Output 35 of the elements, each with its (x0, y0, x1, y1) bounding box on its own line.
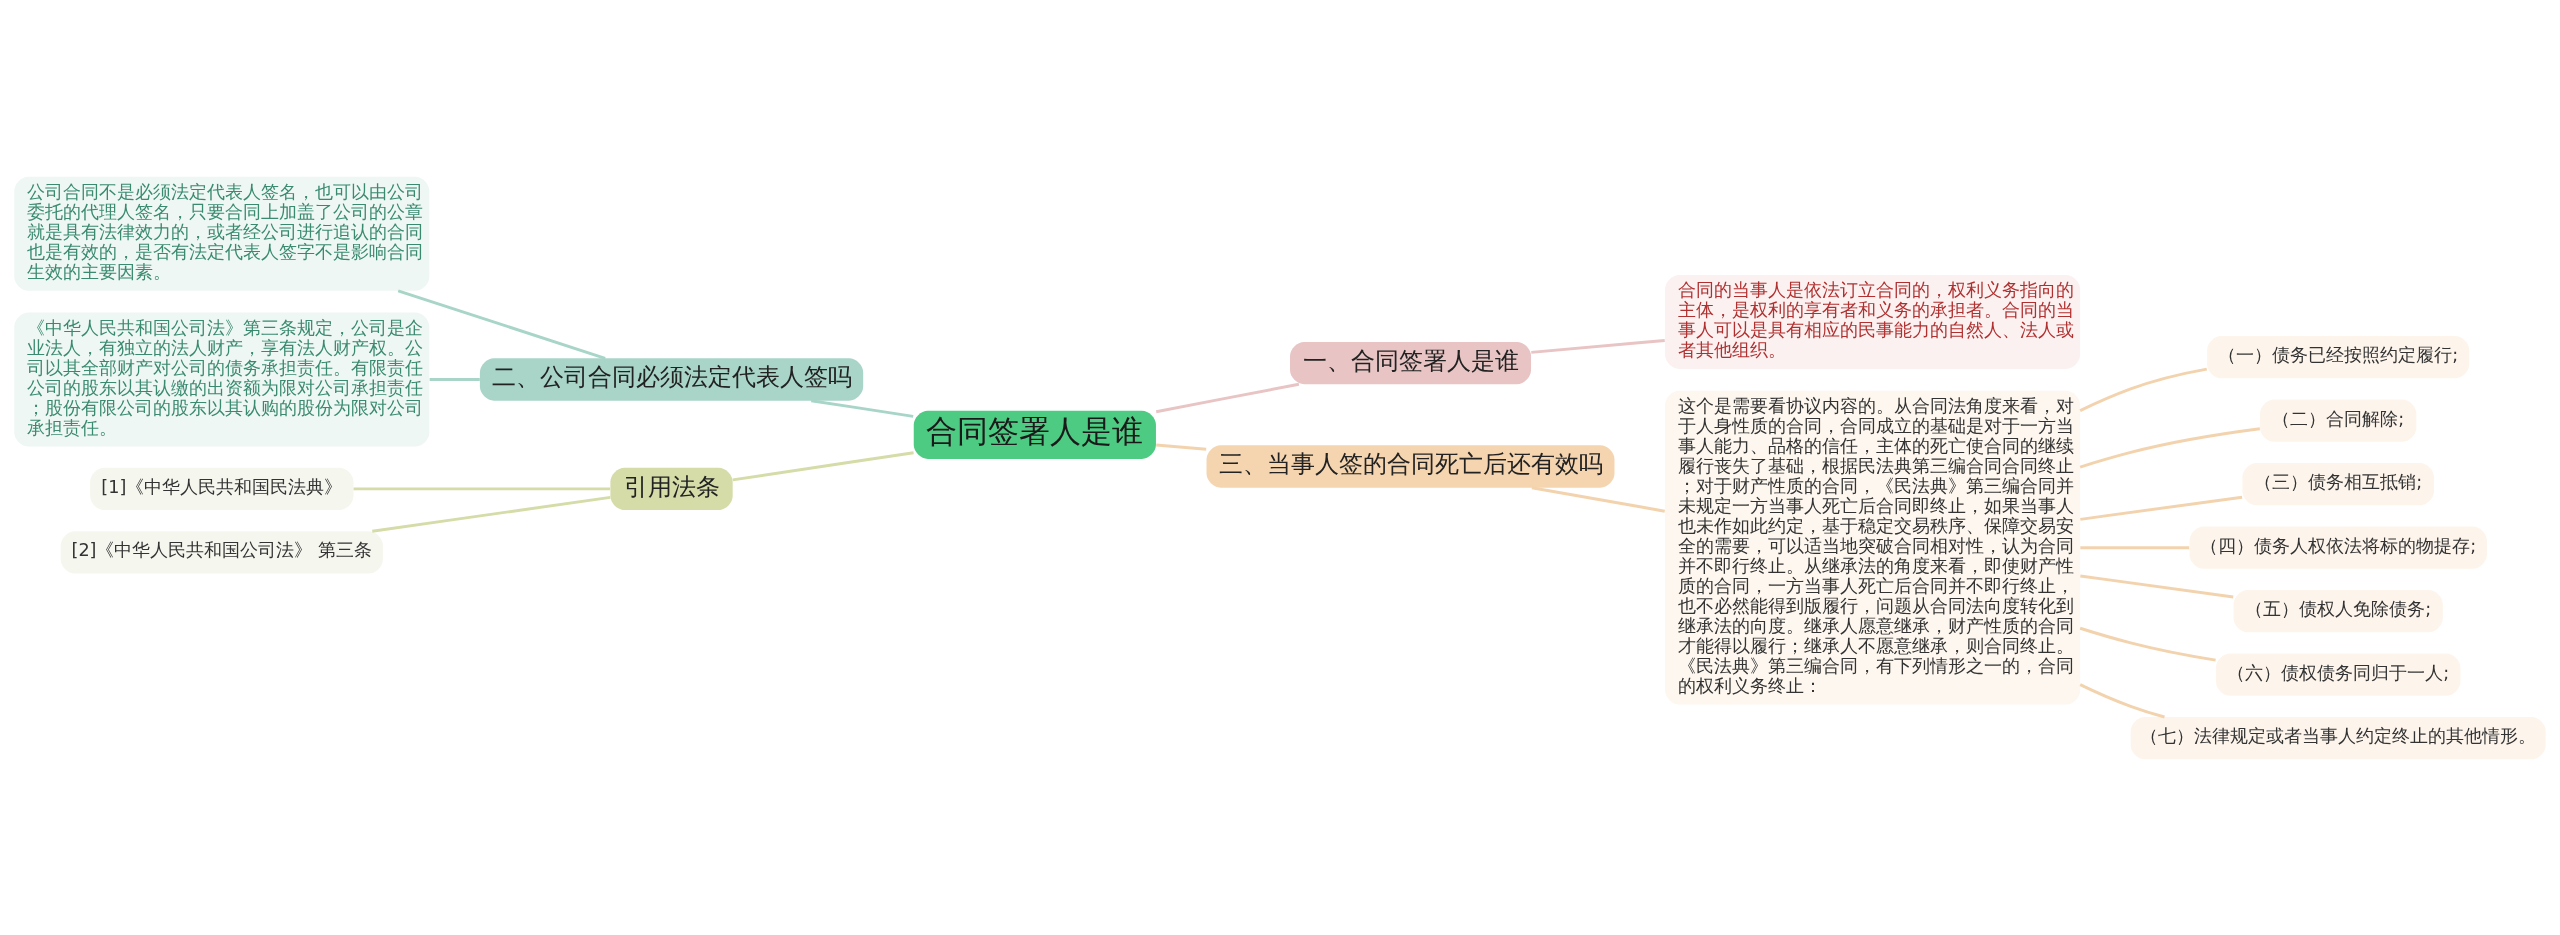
node-box: （一）债务已经按照约定履行; (2207, 335, 2470, 378)
connector (2079, 626, 2216, 662)
connector (2079, 367, 2208, 412)
connector (2079, 682, 2165, 718)
node-box: 《中华人民共和国公司法》第三条规定，公司是企业法人，有独立的法人财产，享有法人财产权。公司以其全部财产对公司的债务承担责任。有限责任公司的股东以其认缴的出资额为限对公司承担责任；股份有限公司的股东以其认购的股份为限对公司承担责任。 (14, 312, 430, 447)
node-box: （五）债权人免除债务; (2233, 589, 2443, 632)
node-box: （二）合同解除; (2260, 399, 2417, 442)
node-box: （六）债权债务同归于一人; (2215, 653, 2461, 696)
connector (1155, 382, 1300, 413)
connector (2079, 426, 2261, 468)
node-box: 二、公司合同必须法定代表人签吗 (479, 357, 864, 401)
node-box: （四）债务人权依法将标的物提存; (2189, 526, 2487, 569)
node-box: [1]《中华人民共和国民法典》 (90, 467, 354, 510)
node-box: 公司合同不是必须法定代表人签名，也可以由公司委托的代理人签名，只要合同上加盖了公司的公章就是具有法律效力的，或者经公司进行追认的合同也是有效的，是否有法定代表人签字不是影响合同生效的主要因素。 (14, 176, 430, 291)
connector (353, 486, 611, 490)
node-box: 一、合同签署人是谁 (1290, 341, 1532, 384)
connector (2080, 545, 2190, 549)
connector (1531, 485, 1665, 513)
node-box: [2]《中华人民共和国公司法》 第三条 (60, 530, 383, 574)
connector (429, 377, 480, 381)
node-box: 合同的当事人是依法订立合同的，权利义务指向的主体，是权利的享有者和义务的承担者。合同的当事人可以是具有相应的民事能力的自然人、法人或者其他组织。 (1665, 274, 2081, 369)
connector (1531, 338, 1665, 354)
connector (397, 288, 606, 360)
node-box: 这个是需要看协议内容的。从合同法角度来看，对于人身性质的合同，合同成立的基础是对于一方当事人能力、品格的信任，主体的死亡使合同的继续履行丧失了基础，根据民法典第三编合同合同终止；对于财产性质的合同，《民法典》第三编合同并未规定一方当事人死亡后合同即终止，如果当事人也未作如此约定，基于稳定交易秩序、保障交易安全的需要，可以适当地突破合同相对性，认为合同并不即行终止。从继承法的角度来看，即使财产性质的合同，一方当事人死亡后合同并不即行终止，也不必然能得到版履行，问题从合同法向度转化到继承法的向度。继承人愿意继承，财产性质的合同才能得以履行；继承人不愿意继承，则合同终止。《民法典》第三编合同，有下列情形之一的，合同的权利义务终止： (1665, 390, 2081, 705)
node-box: 引用法条 (610, 467, 733, 510)
node-box: 合同签署人是谁 (913, 410, 1156, 459)
connector (1156, 443, 1207, 451)
connector (2080, 574, 2234, 598)
connector (811, 398, 914, 418)
connector (2080, 495, 2243, 521)
connector (372, 495, 611, 533)
node-box: （七）法律规定或者当事人约定终止的其他情形。 (2130, 716, 2546, 759)
node-box: （三）债务相互抵销; (2242, 462, 2434, 505)
node-box: 三、当事人签的合同死亡后还有效吗 (1206, 444, 1615, 488)
connector (732, 450, 914, 481)
